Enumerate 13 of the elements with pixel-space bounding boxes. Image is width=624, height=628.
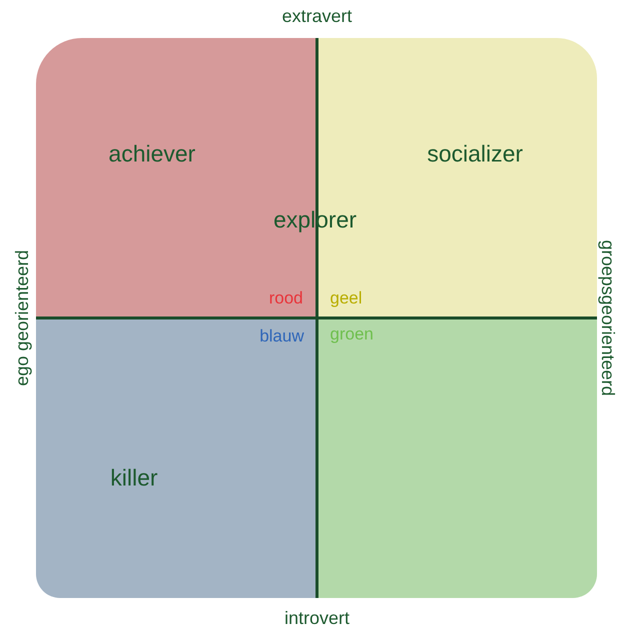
player-type-label: socializer <box>427 142 523 166</box>
player-type-label: killer <box>110 466 158 490</box>
color-label: blauw <box>260 328 304 344</box>
quadrant <box>36 318 317 598</box>
axis-label: groepsgeorienteerd <box>599 240 617 396</box>
color-label: groen <box>330 326 374 342</box>
quadrant <box>317 318 597 598</box>
axis-label: extravert <box>282 7 352 25</box>
axis-label: ego georienteerd <box>13 250 31 386</box>
axis-label: introvert <box>284 609 350 627</box>
player-type-label: achiever <box>108 142 196 166</box>
color-label: rood <box>268 290 303 306</box>
color-label: geel <box>330 290 362 306</box>
